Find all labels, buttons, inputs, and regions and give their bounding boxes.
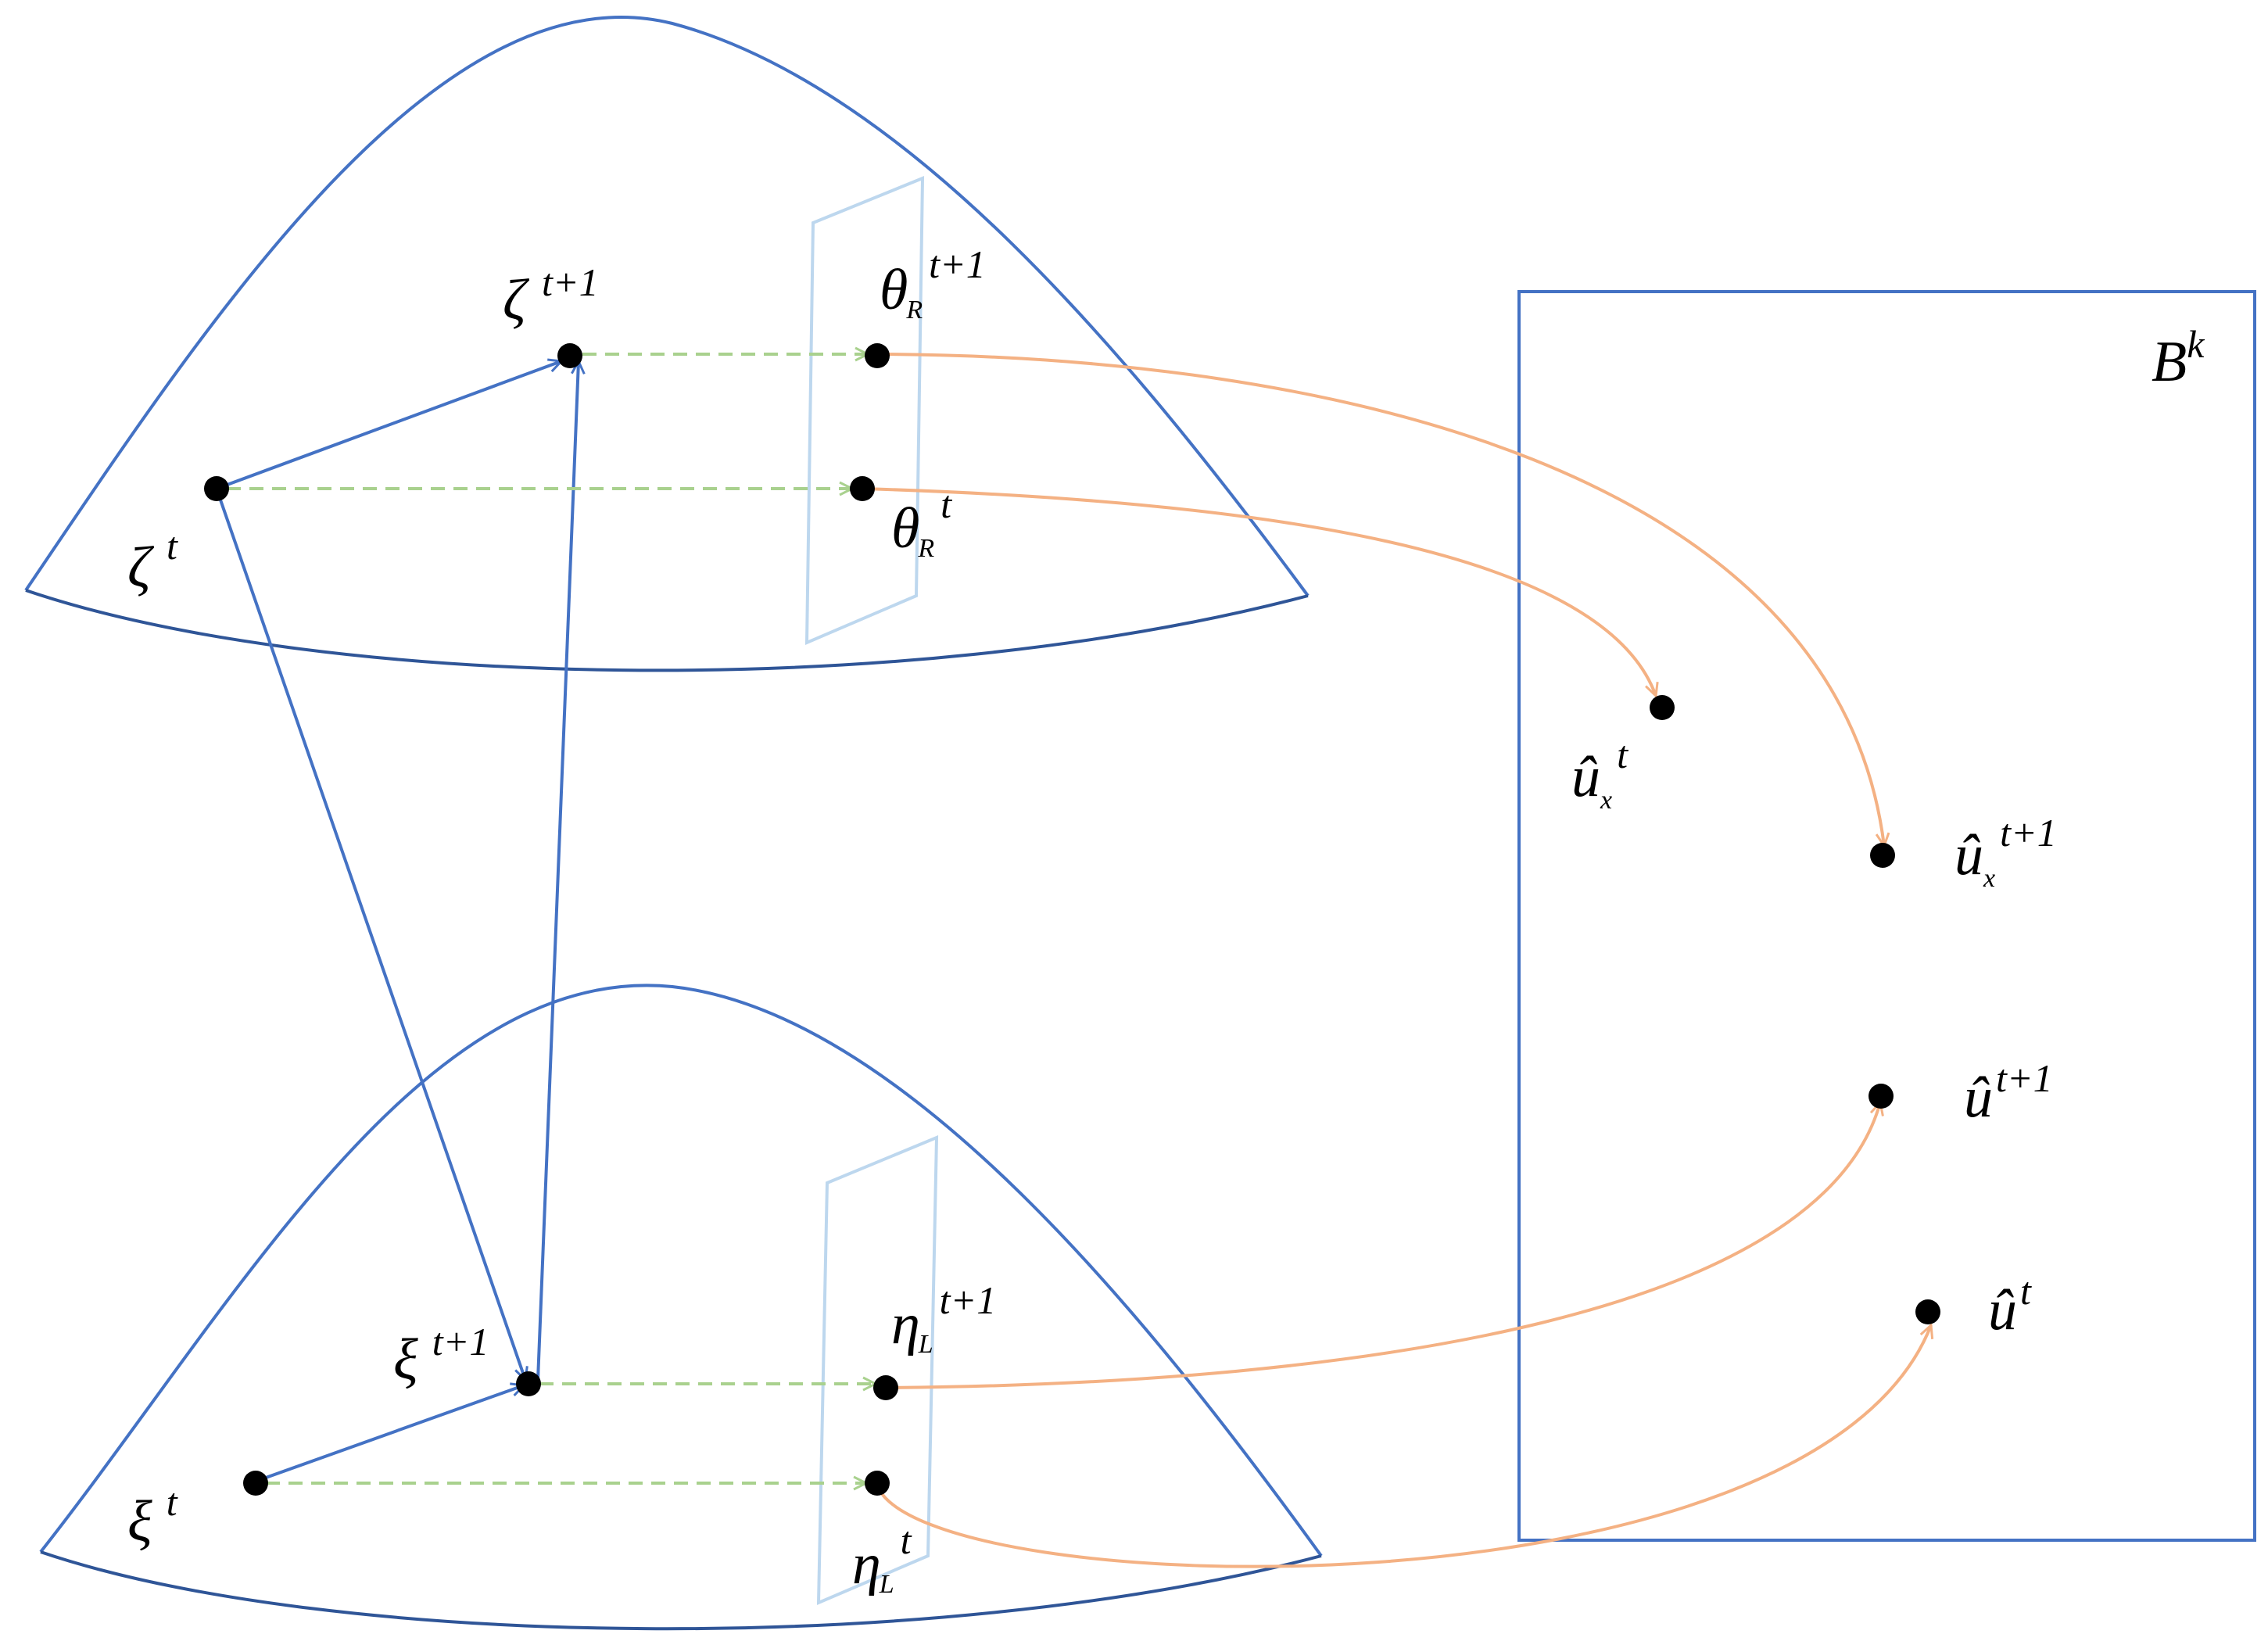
upper-tangent-plane [804,176,925,646]
lower-manifold-base [40,1550,1322,1631]
map-eta-t-to-u-t [876,1325,1931,1568]
arrow-zeta-t-to-zeta-t1 [216,361,561,490]
manifold-arrows [215,361,579,1483]
projection-arrows [227,354,876,1483]
label-theta-t: θRt [891,482,952,563]
label-u-t: ût [1988,1269,2032,1342]
map-theta-t1-to-ux-t1 [876,353,1884,846]
point-theta-t1 [865,343,890,368]
point-zeta-t1 [557,343,582,368]
arrow-xi-t1-to-zeta-t1 [536,361,579,1381]
points [204,343,1940,1496]
upper-manifold [24,16,1310,597]
point-xi-t [243,1471,268,1496]
point-xi-t1 [516,1371,541,1396]
mapping-arrows [862,353,1931,1568]
point-ux-t1 [1870,843,1895,868]
upper-manifold-base [25,589,1309,672]
lower-manifold [39,984,1323,1557]
map-eta-t1-to-u-t1 [885,1102,1880,1389]
point-theta-t [850,476,875,501]
target-space-box [1517,290,2256,1542]
point-eta-t1 [873,1375,898,1400]
point-u-t1 [1869,1084,1894,1109]
label-box-bk: Bk [2152,322,2205,394]
arrow-xi-t-to-xi-t1 [254,1385,524,1483]
point-ux-t [1650,695,1675,720]
point-zeta-t [204,476,229,501]
label-ux-t1: ûxt+1 [1954,811,2057,893]
label-ux-t: ûxt [1571,733,1628,815]
point-eta-t [865,1471,890,1496]
label-theta-t1: θRt+1 [880,242,986,324]
label-eta-t: ηLt [852,1518,912,1599]
point-u-t [1915,1299,1940,1324]
label-eta-t1: ηLt+1 [891,1278,996,1359]
label-u-t1: ût+1 [1964,1056,2053,1130]
map-theta-t-to-ux-t [862,487,1656,696]
lower-tangent-plane [816,1134,939,1606]
arrow-zeta-t-to-xi-t1 [215,488,525,1380]
